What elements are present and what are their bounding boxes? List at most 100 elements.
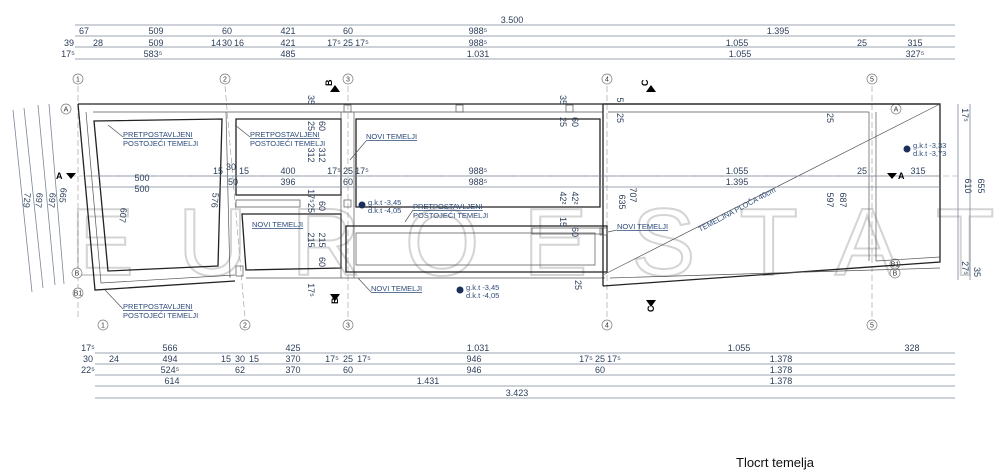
dimension-label: 17⁵ [960, 108, 970, 122]
level-icon [358, 201, 366, 209]
dimension-label: 370 [285, 365, 300, 375]
dimension-label: 1.031 [467, 49, 490, 59]
dimension-label: 15 [213, 166, 223, 176]
left-vertical-dimension-lines [12, 103, 65, 293]
dimension-label: g.k.t -3,33 [913, 141, 946, 150]
dimension-label: 60 [317, 257, 327, 267]
dimension-label: 421 [280, 26, 295, 36]
dimension-label: 494 [162, 354, 177, 364]
dimension-label: 5 [615, 97, 625, 102]
bottom-dimension-lines [95, 352, 955, 399]
dimension-label: 988⁵ [469, 38, 488, 48]
dimension-label: 15 [249, 354, 259, 364]
dimension-label: B [893, 271, 898, 278]
level-icon [456, 286, 464, 294]
dimension-label: 25 [306, 203, 316, 213]
dimension-label: 1.395 [726, 177, 749, 187]
dimension-label: POSTOJEĆI TEMELJI [123, 139, 198, 148]
dimension-label: 215 [306, 232, 316, 247]
dimension-label: 1 [101, 323, 105, 330]
dimension-label: 4 [605, 77, 609, 84]
dimension-label: 697 [46, 192, 58, 208]
dimension-label: 1.395 [767, 26, 790, 36]
dimension-label: 60 [595, 365, 605, 375]
dimension-label: 576 [209, 192, 221, 208]
dimension-label: 315 [907, 38, 922, 48]
dimension-label: C [640, 79, 650, 86]
dimension-label: 42² [570, 191, 580, 204]
top-dimension-lines [75, 24, 955, 60]
inner-dimension-lines [86, 175, 940, 188]
dimension-label: A [898, 171, 905, 181]
dimension-label: 15 [558, 217, 568, 227]
dimension-label: 5 [870, 77, 874, 84]
dimension-label: 35 [972, 267, 982, 277]
vertical-dimensions: 729 697 697 665 607 576 35 25 60 312 312… [21, 95, 986, 297]
watermark: EUROESTATE [70, 189, 1000, 296]
dimension-label: 1.378 [770, 376, 793, 386]
dimension-label: 17⁵ [355, 166, 369, 176]
level-icon [903, 145, 911, 153]
dimension-label: 328 [904, 343, 919, 353]
dimension-label: 1.055 [726, 38, 749, 48]
dimension-label: 665 [57, 187, 69, 203]
dimension-label: 707 [628, 187, 638, 202]
dimension-label: 25 [857, 38, 867, 48]
grid-axis-markers: 1 2 3 4 5 1 2 3 4 5 A B B1 A B1 B [60, 73, 902, 331]
dimension-label: 30 [226, 162, 236, 172]
dimension-label: 946 [466, 365, 481, 375]
dimension-label: 509 [148, 38, 163, 48]
dimension-label: 421 [280, 38, 295, 48]
dimension-label: 687 [838, 192, 848, 207]
dimension-label: 5 [870, 323, 874, 330]
dimension-label: 60 [317, 121, 327, 131]
dimension-label: d.k.t -3,73 [913, 149, 946, 158]
dimension-label: 17⁵ [306, 283, 316, 297]
dimension-label: NOVI TEMELJI [371, 284, 422, 293]
dimension-label: 729 [21, 192, 33, 208]
dimension-label: 25 [343, 354, 353, 364]
dimension-label: d.k.t -4,05 [466, 291, 499, 300]
dimension-label: POSTOJEĆI TEMELJI [123, 311, 198, 320]
dimension-label: 3 [346, 77, 350, 84]
dimension-label: 17⁵ [607, 354, 621, 364]
dimension-label: 16 [234, 38, 244, 48]
dimension-label: 3 [346, 323, 350, 330]
dimension-label: 946 [466, 354, 481, 364]
top-dimensions: 3.500 67 509 60 421 60 988⁵ 1.395 39 28 … [61, 15, 925, 59]
dimension-label: 22⁵ [81, 365, 95, 375]
dimension-label: 39 [64, 38, 74, 48]
dimension-label: 312 [306, 147, 316, 162]
dimension-label: 60 [343, 26, 353, 36]
dimension-label: 17⁵ [306, 189, 316, 203]
dimension-label: 14 [211, 38, 221, 48]
dimension-label: 635 [617, 194, 627, 209]
dimension-label: 1 [76, 77, 80, 84]
dimension-label: g.k.t -3,45 [368, 198, 401, 207]
dimension-label: PRETPOSTAVLJENI [123, 130, 193, 139]
dimension-label: 607 [117, 207, 129, 223]
dimension-label: C [646, 305, 656, 312]
dimension-label: B [75, 271, 80, 278]
dimension-label: 988⁵ [469, 26, 488, 36]
dimension-label: 1.031 [467, 343, 490, 353]
dimension-label: 610 [963, 178, 973, 193]
level-markers: g.k.t -3,45 d.k.t -4,05 g.k.t -3,45 d.k.… [358, 141, 946, 300]
dimension-label: 315 [910, 166, 925, 176]
dimension-label: 3.423 [506, 388, 529, 398]
dimension-label: 17⁵ [357, 354, 371, 364]
inner-horizontal-dimensions: 500 500 15 30 50 15 400 396 17⁵ 25 17⁵ 6… [134, 162, 925, 194]
dimension-label: 25 [558, 117, 568, 127]
dimension-label: 60 [317, 201, 327, 211]
dimension-label: 1.431 [417, 376, 440, 386]
dimension-label: 566 [162, 343, 177, 353]
dimension-label: 25 [306, 121, 316, 131]
dimension-label: B1 [74, 291, 83, 298]
dimension-label: 17⁵ [579, 354, 593, 364]
dimension-label: 3.500 [501, 15, 524, 25]
dimension-label: 15 [239, 166, 249, 176]
dimension-label: 24 [109, 354, 119, 364]
dimension-label: PRETPOSTAVLJENI [123, 302, 193, 311]
